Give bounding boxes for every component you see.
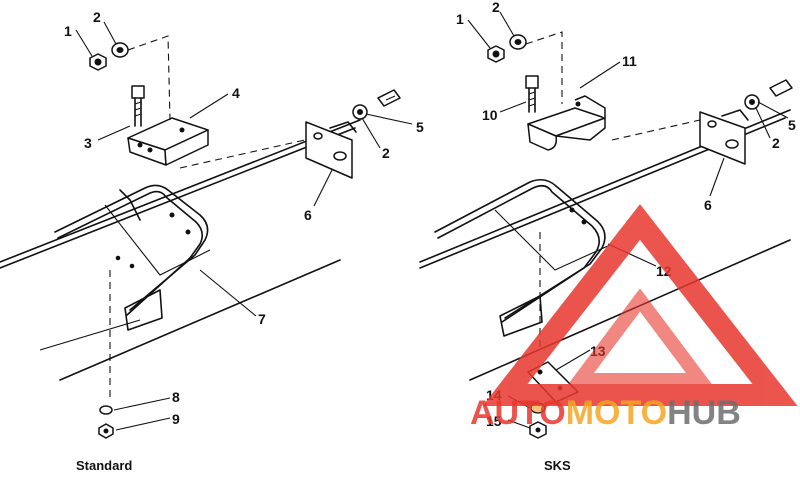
leader-line — [755, 107, 771, 139]
tunnel-inner-plane — [104, 204, 211, 276]
assembly-line — [179, 139, 306, 169]
bolt — [131, 85, 145, 127]
callout-6: 6 — [704, 197, 712, 213]
leader-line — [757, 101, 789, 119]
watermark-text-orange: MOTO — [566, 394, 667, 432]
sks-bumper — [434, 178, 606, 337]
watermark-text-gray: HUB — [667, 394, 741, 432]
washer — [111, 42, 129, 58]
lock-nut — [89, 53, 107, 71]
callout-11: 11 — [622, 53, 637, 69]
leader-line — [189, 93, 229, 119]
callout-1: 1 — [64, 23, 72, 39]
callout-2: 2 — [382, 145, 390, 161]
callout-10: 10 — [482, 107, 498, 123]
callout-4: 4 — [232, 85, 240, 101]
caption-sks: SKS — [544, 458, 571, 473]
watermark-triangle-icon — [482, 204, 798, 406]
leader-line — [313, 169, 333, 207]
leader-line — [709, 157, 725, 197]
leader-line — [113, 397, 171, 411]
leader-line — [467, 19, 491, 49]
callout-7: 7 — [258, 311, 266, 327]
bolt — [525, 75, 539, 113]
leader-line — [97, 125, 131, 141]
tunnel-edge-lower-2 — [39, 319, 141, 351]
hole-mark — [115, 255, 121, 261]
watermark-text-red: AUTO — [470, 394, 566, 432]
assembly-line — [127, 35, 171, 121]
washer — [744, 94, 760, 110]
callout-1: 1 — [456, 11, 464, 27]
lock-nut — [487, 45, 505, 63]
callout-6: 6 — [304, 207, 312, 223]
lock-nut — [529, 421, 547, 439]
callout-2: 2 — [492, 0, 500, 15]
leader-line — [499, 101, 527, 113]
callout-2: 2 — [772, 135, 780, 151]
bolt — [769, 79, 793, 97]
callout-5: 5 — [788, 117, 796, 133]
watermark-inner-triangle-icon — [566, 288, 714, 387]
leader-line — [361, 117, 381, 149]
leader-line — [115, 417, 171, 431]
rear-bumper — [54, 184, 209, 331]
washer — [99, 405, 113, 415]
callout-15: 15 — [486, 413, 502, 429]
mounting-bracket — [127, 117, 209, 166]
callout-8: 8 — [172, 389, 180, 405]
callout-2: 2 — [93, 9, 101, 25]
hitch-plate — [305, 121, 357, 179]
washer — [352, 104, 368, 120]
watermark-logo — [482, 204, 798, 406]
leader-line — [507, 419, 531, 429]
leader-line — [579, 61, 621, 89]
assembly-line — [611, 119, 701, 141]
caption-standard: Standard — [76, 458, 132, 473]
washer — [509, 34, 527, 50]
standard-assembly: 1 2 3 4 5 2 6 7 8 9 Standard — [0, 9, 424, 473]
leader-line — [75, 29, 93, 57]
tunnel-edge-lower — [59, 259, 341, 381]
leader-line — [555, 349, 591, 371]
callout-3: 3 — [84, 135, 92, 151]
leader-line — [103, 21, 117, 45]
lock-nut — [98, 423, 114, 439]
leader-line — [199, 269, 257, 317]
callout-5: 5 — [416, 119, 424, 135]
sks-bracket — [527, 95, 606, 151]
tunnel-edge-upper — [0, 119, 361, 263]
tunnel-inner-plane — [494, 209, 611, 271]
bolt — [377, 89, 401, 107]
watermark-text: AUTOMOTOHUB — [470, 394, 741, 432]
assembly-line — [525, 31, 563, 104]
leader-line — [499, 11, 515, 37]
callout-9: 9 — [172, 411, 180, 427]
hitch-plate — [699, 109, 749, 165]
leader-line — [365, 113, 413, 125]
hole-mark — [129, 263, 135, 269]
